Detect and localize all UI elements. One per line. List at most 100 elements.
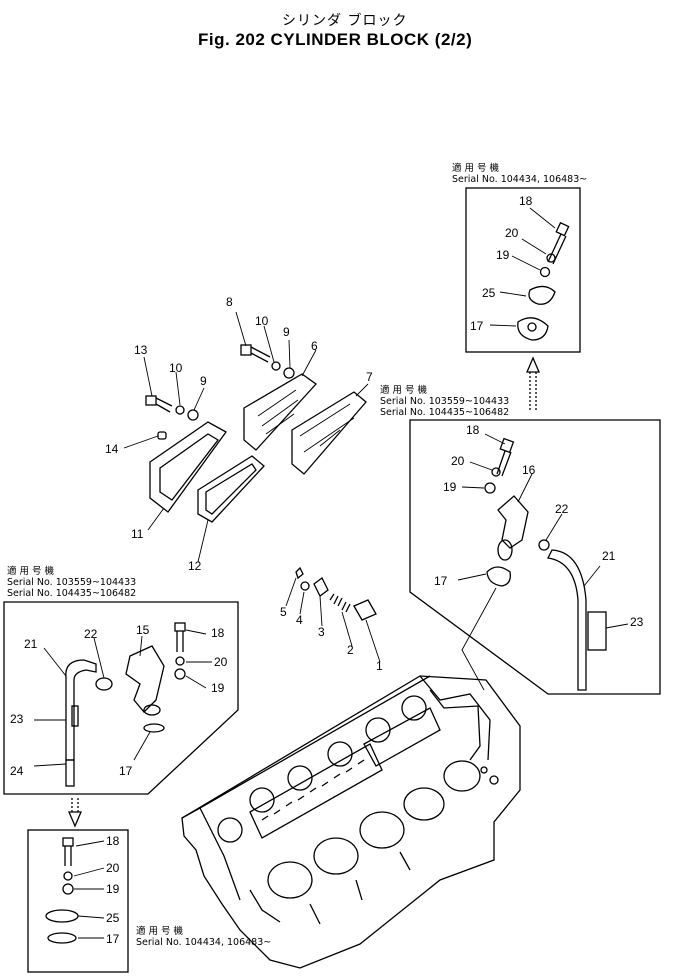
- cover-25-top-right: [528, 285, 556, 305]
- washer-19-top-right: [539, 266, 551, 278]
- serial-note-jp: 適 用 号 機: [7, 566, 55, 577]
- label-17-left: 17: [119, 764, 133, 778]
- pipe-24-left: [65, 759, 75, 787]
- label-19-top: 19: [496, 248, 510, 262]
- clamp-22-mid-right: [538, 539, 550, 551]
- serial-note-line: Serial No. 104434, 106483~: [136, 937, 272, 948]
- gasket-17-bottom: [47, 932, 77, 944]
- bolt-18-mid-right: [496, 437, 515, 477]
- figure-title-japanese: シリンダ ブロック: [282, 13, 408, 29]
- label-1: 1: [376, 659, 383, 673]
- inset-frame-mid-right: [409, 419, 661, 695]
- label-24: 24: [10, 764, 24, 778]
- serial-note-left: 適 用 号 機 Serial No. 103559~104433 Serial …: [7, 566, 136, 599]
- label-20-mid: 20: [451, 454, 465, 468]
- washer-9-left: [187, 409, 199, 421]
- label-19-bottom: 19: [106, 882, 120, 896]
- elbow-15-flange: [143, 704, 161, 716]
- label-23-left: 23: [10, 712, 24, 726]
- bracket-23-mid-right: [587, 611, 607, 651]
- serial-note-line: Serial No. 104435~106482: [380, 407, 510, 418]
- label-20-left: 20: [214, 655, 228, 669]
- washer-9-mid: [283, 367, 295, 379]
- label-20-bottom: 20: [106, 861, 120, 875]
- serial-note-top-right: 適 用 号 機 Serial No. 104434, 106483~: [452, 163, 587, 185]
- bolt-13: [145, 395, 173, 413]
- cover-11-inner: [159, 433, 219, 501]
- label-17-mid: 17: [434, 574, 448, 588]
- leader-lines-mid-right: [457, 433, 629, 629]
- bolt-18-top-right: [547, 221, 570, 265]
- label-21-mid: 21: [602, 549, 616, 563]
- label-19-mid: 19: [443, 480, 457, 494]
- arrow-up-icon: [526, 356, 540, 412]
- label-14: 14: [105, 442, 119, 456]
- leader-lines-top-right: [489, 207, 556, 327]
- washer-19-bottom: [62, 883, 74, 895]
- serial-note-jp: 適 用 号 機: [136, 926, 184, 937]
- label-19-left: 19: [211, 681, 225, 695]
- label-18-left: 18: [211, 626, 225, 640]
- leader-lines-center: [285, 577, 381, 663]
- spring-washer-10-mid: [271, 361, 281, 371]
- washer-19-left: [174, 668, 186, 680]
- inset-box-bottom-left: [27, 829, 129, 973]
- bolt-18-bottom: [62, 837, 74, 866]
- label-17-bottom: 17: [106, 932, 120, 946]
- plug-3: [313, 577, 329, 597]
- arrow-down-icon: [68, 798, 82, 828]
- connector-line-mid: [461, 587, 497, 691]
- gasket-17-top-right: [517, 317, 549, 341]
- label-10-left: 10: [169, 361, 183, 375]
- serial-note-bottom: 適 用 号 機 Serial No. 104434, 106483~: [136, 926, 271, 948]
- cover-25-bottom: [45, 909, 79, 923]
- label-23-mid: 23: [630, 615, 644, 629]
- bracket-23-left: [71, 705, 79, 727]
- spring-washer-20-mid-right: [491, 467, 501, 477]
- part-number-labels: 18 20 19 25 17 18 20 19 16 22 21 17 23 8…: [10, 194, 644, 946]
- bolt-18-left: [174, 622, 186, 652]
- label-8: 8: [226, 295, 233, 309]
- leader-lines-covers: [123, 311, 369, 563]
- elbow-15: [125, 645, 165, 713]
- figure-title: Fig. 202 CYLINDER BLOCK (2/2): [198, 30, 473, 49]
- label-22-left: 22: [84, 627, 98, 641]
- label-18-bottom: 18: [106, 834, 120, 848]
- gasket-7-inner: [299, 403, 355, 453]
- label-2: 2: [347, 643, 354, 657]
- serial-note-line: Serial No. 104435~106482: [7, 588, 137, 599]
- label-15: 15: [136, 623, 150, 637]
- label-16: 16: [522, 463, 536, 477]
- pipe-21-mid-right: [547, 549, 587, 691]
- elbow-16: [497, 495, 529, 549]
- spring-washer-20-bottom: [63, 871, 73, 881]
- sleeve-1: [353, 599, 377, 621]
- spring-washer-20-top-right: [546, 253, 556, 263]
- inset-box-top-right: [465, 187, 581, 353]
- serial-note-mid-right: 適 用 号 機 Serial No. 103559~104433 Serial …: [380, 385, 509, 418]
- serial-note-jp: 適 用 号 機: [452, 163, 500, 174]
- label-22-mid: 22: [555, 502, 569, 516]
- serial-note-line: Serial No. 104434, 106483~: [452, 174, 588, 185]
- label-4: 4: [296, 613, 303, 627]
- label-7: 7: [366, 370, 373, 384]
- washer-19-mid-right: [484, 482, 496, 494]
- label-25-bottom: 25: [106, 911, 120, 925]
- gasket-12: [197, 455, 265, 523]
- ring-4: [300, 581, 310, 591]
- bolt-8: [240, 344, 271, 363]
- label-25-top: 25: [482, 286, 496, 300]
- label-12: 12: [188, 559, 202, 573]
- ring-5: [295, 566, 304, 580]
- label-18-mid: 18: [466, 423, 480, 437]
- label-17-top: 17: [470, 319, 484, 333]
- label-9-left: 9: [200, 374, 207, 388]
- leader-lines-bottom: [73, 840, 105, 939]
- plug-14: [157, 431, 167, 440]
- gasket-17-mid-right: [486, 566, 511, 587]
- label-5: 5: [280, 605, 287, 619]
- cylinder-block: [181, 675, 521, 969]
- label-3: 3: [318, 625, 325, 639]
- serial-note-line: Serial No. 103559~104433: [7, 577, 137, 588]
